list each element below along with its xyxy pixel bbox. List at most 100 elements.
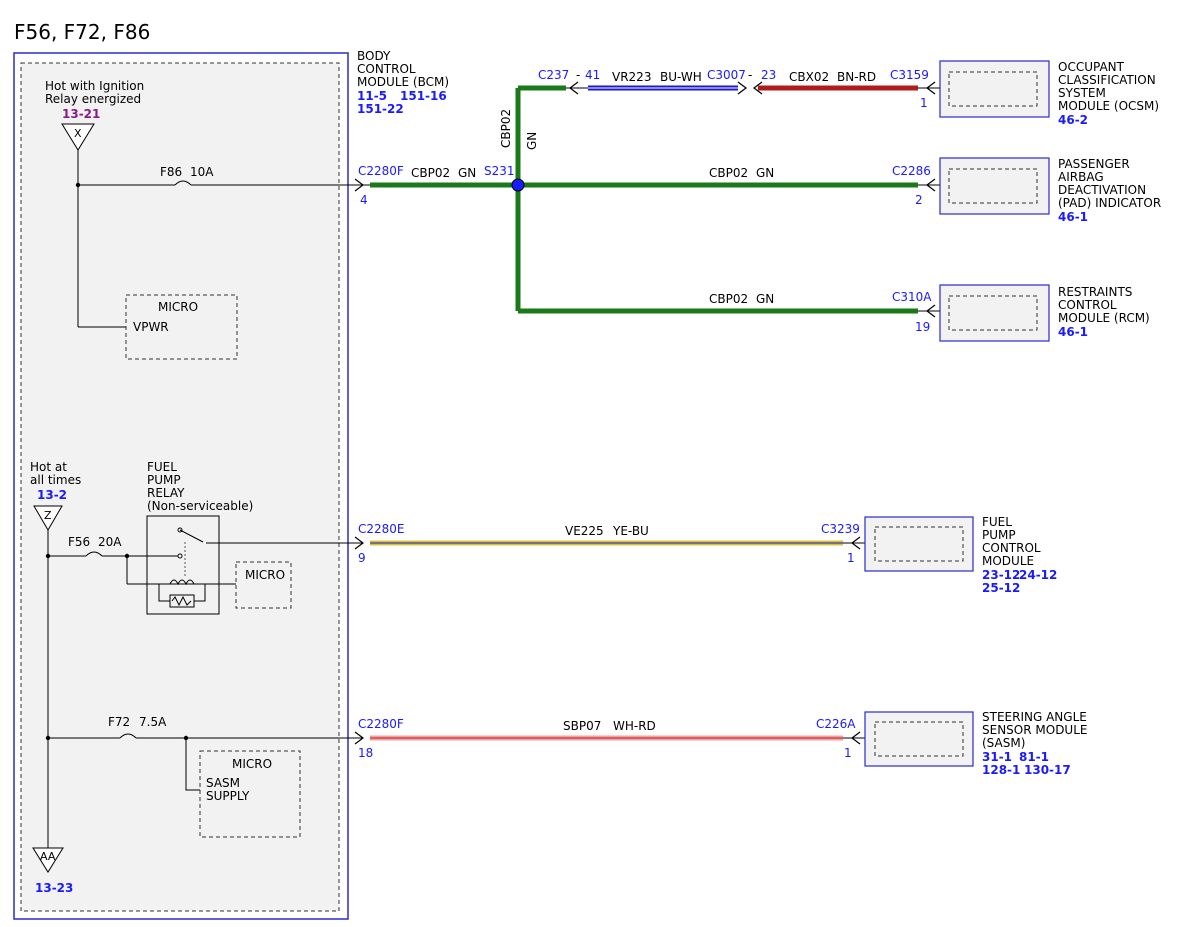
fpcm-connector[interactable]: C3239: [821, 522, 860, 536]
bcm-c2280f-connector[interactable]: C2280F: [358, 164, 404, 178]
fpcm-ref-2[interactable]: 24-12: [1019, 568, 1057, 582]
splice-name: S231: [484, 164, 515, 178]
fuse-f86-icon: [174, 180, 192, 186]
ignition-source-line-2: Relay energized: [45, 92, 141, 106]
micro-top-title: MICRO: [158, 300, 198, 314]
ocsm-name-2: CLASSIFICATION: [1058, 73, 1156, 87]
relay-label-4: (Non-serviceable): [147, 499, 253, 513]
ocsm-name-1: OCCUPANT: [1058, 60, 1125, 74]
fuel-bcm-connector[interactable]: C2280E: [358, 522, 405, 536]
rcm-connector[interactable]: C310A: [892, 290, 932, 304]
ocsm-name-3: SYSTEM: [1058, 86, 1106, 100]
fpcm-pin: 1: [847, 551, 855, 565]
micro-bottom-box: [199, 750, 301, 838]
pad-circuit: CBP02: [709, 166, 748, 180]
sasm-ref-4[interactable]: 130-17: [1024, 763, 1071, 777]
bcm-ref-1[interactable]: 11-5: [357, 89, 387, 103]
sasm-ref-3[interactable]: 128-1: [982, 763, 1020, 777]
pad-ref-1[interactable]: 46-1: [1058, 210, 1088, 224]
fuel-pump-relay-box: [146, 515, 220, 615]
ocsm-module-box: [939, 60, 1050, 118]
ignition-source-line-1: Hot with Ignition: [45, 79, 144, 93]
splice-vertical-circuit: CBP02: [499, 109, 513, 148]
c3007-dash: -: [748, 68, 752, 82]
bcm-circuit-color: GN: [458, 166, 476, 180]
relay-resistor-zigzag-icon: [171, 595, 192, 607]
ignition-source-ref[interactable]: 13-21: [62, 107, 100, 121]
bcm-name-3: MODULE (BCM): [357, 75, 449, 89]
c3007-connector[interactable]: C3007: [707, 68, 746, 82]
relay-resistor-left-wire: [158, 584, 170, 602]
pad-color: GN: [756, 166, 774, 180]
fuse-f86-name: F86: [160, 165, 182, 179]
relay-switch-icon: [179, 529, 204, 543]
pad-connector[interactable]: C2286: [892, 164, 931, 178]
continuation-ref[interactable]: 13-23: [35, 881, 73, 895]
micro-mid-title: MICRO: [245, 568, 285, 582]
sasm-ref-1[interactable]: 31-1: [982, 750, 1012, 764]
fpcm-inner-box: [874, 526, 964, 562]
cbx02-circuit: CBX02: [789, 70, 829, 84]
sasm-bcm-connector[interactable]: C2280F: [358, 717, 404, 731]
fuse-f56-icon: [85, 551, 103, 557]
pad-inner-box: [948, 168, 1038, 204]
bcm-inner-box: [20, 62, 340, 912]
fuse-f56-rating: 20A: [98, 535, 122, 549]
fuel-bcm-pin: 9: [358, 551, 366, 565]
bcm-name-2: CONTROL: [357, 62, 416, 76]
splice-s231-icon: [511, 178, 525, 192]
sasm-pin: 1: [844, 746, 852, 760]
fuse-f72-rating: 7.5A: [139, 715, 167, 729]
pad-name-2: AIRBAG: [1058, 170, 1104, 184]
rcm-inner-box: [948, 295, 1038, 331]
pad-name-3: DEACTIVATION: [1058, 183, 1146, 197]
sasm-connector[interactable]: C226A: [816, 717, 856, 731]
sasm-ref-2[interactable]: 81-1: [1019, 750, 1049, 764]
fuse-f72-name: F72: [108, 715, 130, 729]
rcm-pin: 19: [915, 320, 930, 334]
c3007-arrow-left-icon: [737, 81, 747, 95]
relay-coil-icon: [169, 579, 195, 586]
micro-top-box: [125, 294, 238, 360]
ocsm-ref-1[interactable]: 46-2: [1058, 113, 1088, 127]
fpcm-ref-3[interactable]: 25-12: [982, 581, 1020, 595]
ocsm-name-4: MODULE (OCSM): [1058, 99, 1159, 113]
micro-mid-box: [235, 561, 292, 609]
c2280f-sasm-arrow-icon: [354, 731, 364, 745]
vr223-color: BU-WH: [660, 70, 702, 84]
rcm-ref-1[interactable]: 46-1: [1058, 325, 1088, 339]
rcm-name-1: RESTRAINTS: [1058, 285, 1132, 299]
fpcm-ref-1[interactable]: 23-12: [982, 568, 1020, 582]
bcm-ref-2[interactable]: 151-16: [400, 89, 447, 103]
fpcm-module-box: [864, 516, 974, 572]
micro-bottom-line-2: SUPPLY: [206, 789, 250, 803]
rcm-module-box: [939, 284, 1050, 342]
pad-name-1: PASSENGER: [1058, 157, 1130, 171]
c237-pin: 41: [585, 68, 600, 82]
ignition-triangle-icon: [61, 123, 95, 151]
c3007-pin: 23: [761, 68, 776, 82]
sbp07-circuit: SBP07: [563, 719, 601, 733]
rcm-color: GN: [756, 292, 774, 306]
always-source-ref[interactable]: 13-2: [37, 488, 67, 502]
continuation-symbol: AA: [40, 850, 56, 863]
always-source-line-2: all times: [30, 473, 81, 487]
fuse-f72-icon: [119, 733, 137, 739]
ocsm-inner-box: [948, 71, 1038, 107]
fpcm-name-1: FUEL: [982, 515, 1012, 529]
relay-label-2: PUMP: [147, 473, 181, 487]
ocsm-connector[interactable]: C3159: [890, 68, 929, 82]
bcm-ref-3[interactable]: 151-22: [357, 102, 404, 116]
c237-connector[interactable]: C237: [538, 68, 569, 82]
bcm-name-1: BODY: [357, 49, 391, 63]
sasm-bcm-pin: 18: [358, 746, 373, 760]
always-symbol: Z: [44, 509, 52, 522]
diagram-title: F56, F72, F86: [14, 20, 150, 44]
c3007-arrow-right-icon: [753, 81, 763, 95]
cbx02-color: BN-RD: [837, 70, 876, 84]
micro-bottom-title: MICRO: [232, 757, 272, 771]
bcm-c2280f-pin: 4: [360, 193, 368, 207]
pad-pin: 2: [915, 193, 923, 207]
fuse-f86-rating: 10A: [190, 165, 214, 179]
